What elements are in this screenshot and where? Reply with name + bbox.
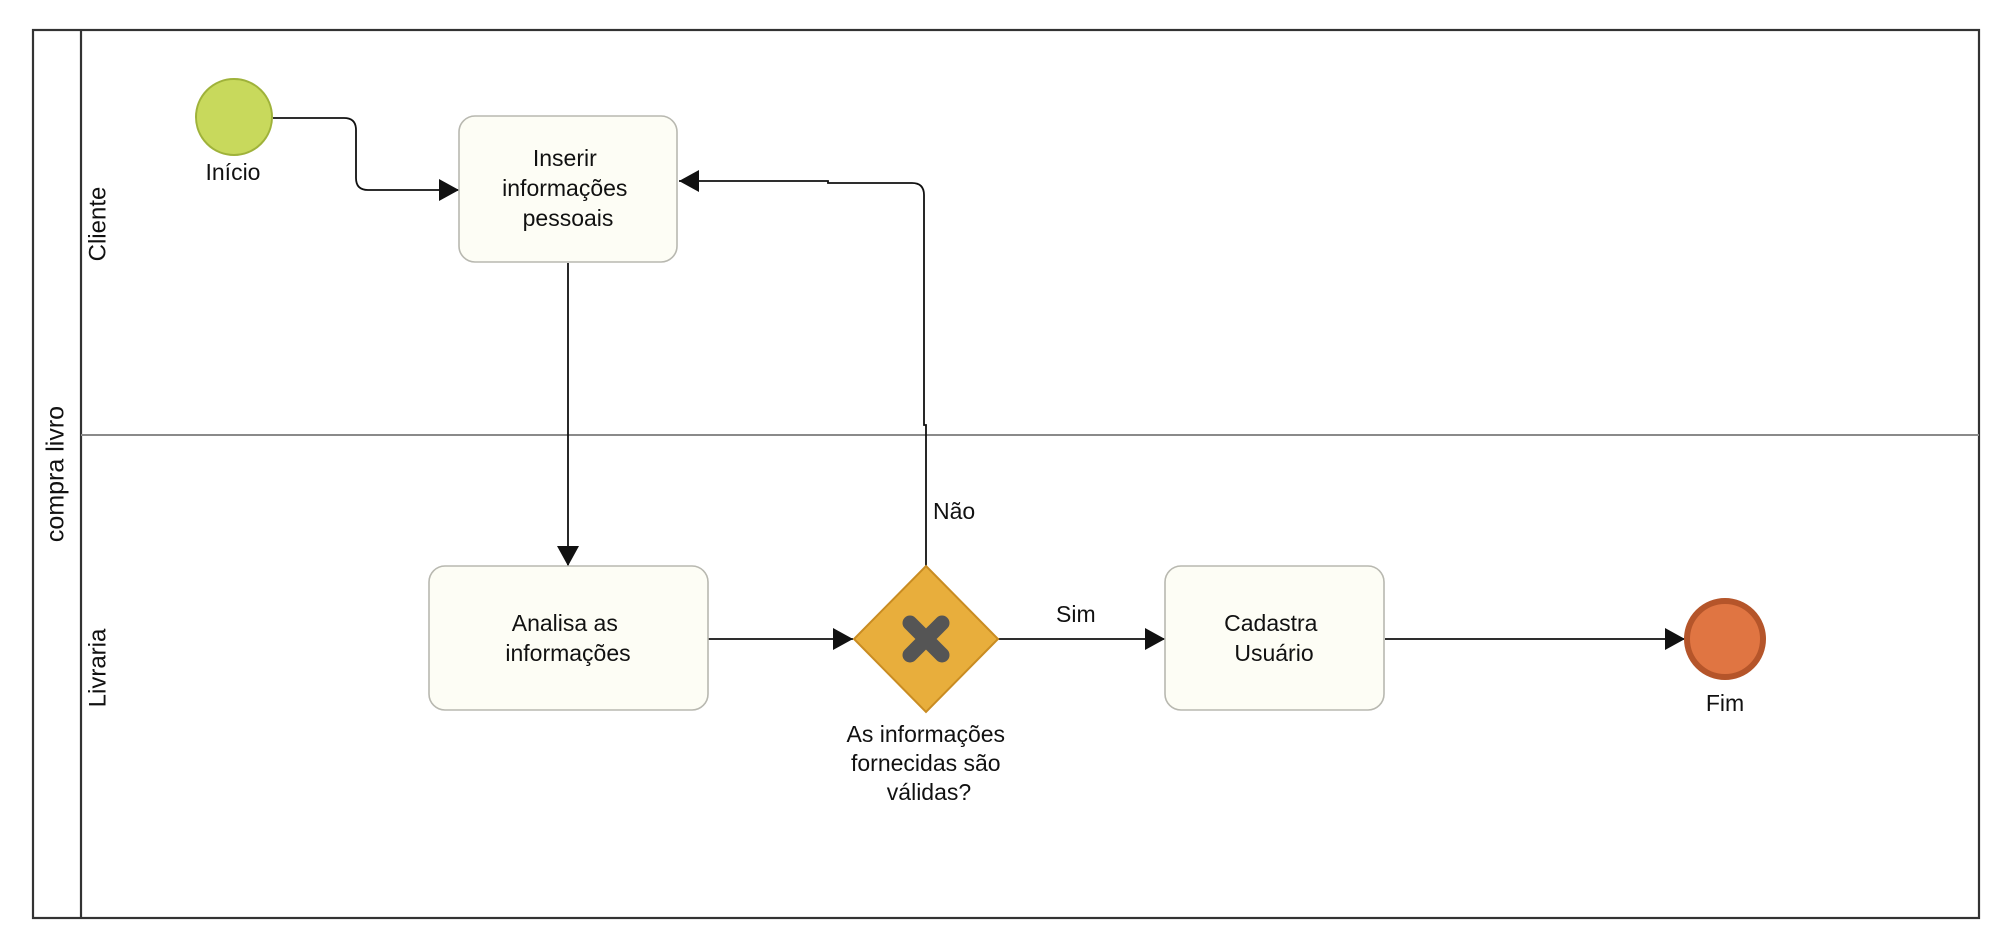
- flow-label-nao: Não: [933, 498, 975, 524]
- task-analisa-as-informacoes[interactable]: Analisa as informações: [428, 565, 709, 711]
- end-event-label: Fim: [1706, 690, 1744, 716]
- lane-cliente[interactable]: Cliente: [84, 187, 111, 262]
- task-inserir-informacoes-pessoais[interactable]: Inserir informações pessoais: [458, 115, 678, 263]
- flow-label-sim: Sim: [1056, 601, 1096, 627]
- lane-livraria[interactable]: Livraria: [84, 628, 111, 707]
- exclusive-gateway[interactable]: As informações fornecidas são válidas?: [847, 564, 1012, 805]
- task-box: [1164, 565, 1385, 711]
- task-label: Cadastra Usuário: [1224, 610, 1324, 666]
- gateway-label: As informações fornecidas são válidas?: [847, 721, 1012, 805]
- task-box: [458, 115, 678, 263]
- lane-label-cliente: Cliente: [84, 187, 111, 262]
- task-box: [428, 565, 709, 711]
- pool-compra-livro[interactable]: compra livro: [31, 28, 1981, 920]
- pool-border: [31, 28, 1981, 920]
- task-label: Inserir informações pessoais: [502, 145, 634, 231]
- task-cadastra-usuario[interactable]: Cadastra Usuário: [1164, 565, 1385, 711]
- flow-start-to-inserir[interactable]: [273, 117, 459, 201]
- end-event-circle: [1684, 598, 1766, 680]
- task-label: Analisa as informações: [505, 610, 630, 666]
- start-event[interactable]: Início: [195, 78, 273, 185]
- end-event[interactable]: Fim: [1684, 598, 1766, 716]
- pool-label: compra livro: [42, 406, 70, 542]
- start-event-label: Início: [206, 159, 261, 185]
- start-event-circle: [195, 78, 273, 156]
- x-icon: [902, 615, 950, 663]
- lane-label-livraria: Livraria: [84, 628, 111, 707]
- flow-gateway-to-inserir-nao[interactable]: [679, 170, 927, 566]
